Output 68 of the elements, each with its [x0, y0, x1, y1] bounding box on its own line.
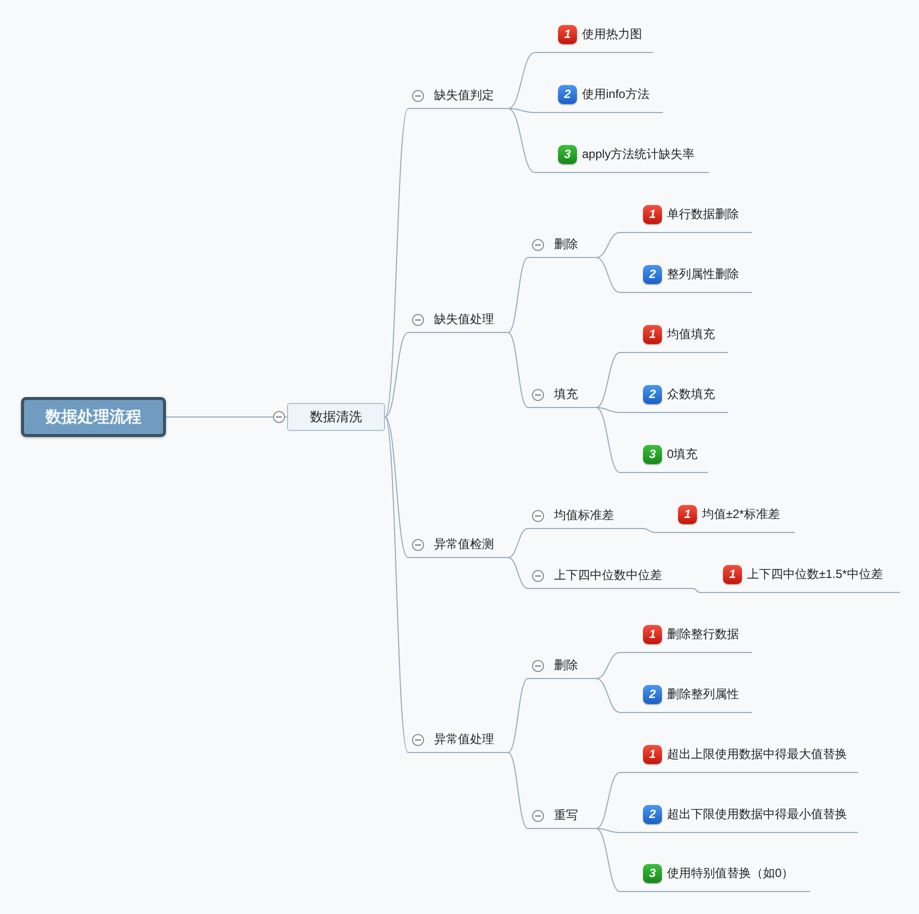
topic-box: 数据清洗 [287, 403, 385, 431]
number-badge: 2 [558, 85, 577, 104]
topic-label: 均值填充 [667, 326, 715, 343]
connector-line [384, 108, 408, 418]
connector-line [596, 407, 620, 413]
connector-line [596, 352, 620, 408]
connector-line [508, 108, 536, 113]
connector-line [596, 828, 620, 833]
connector-line [596, 257, 620, 293]
connector-line [596, 772, 620, 829]
topic-label: 超出下限使用数据中得最小值替换 [667, 806, 847, 823]
connector-line [596, 407, 620, 473]
number-badge: 3 [643, 864, 662, 883]
connector-line [642, 528, 656, 533]
connector-line [508, 528, 528, 558]
connector-line [384, 332, 408, 418]
number-badge: 1 [643, 325, 662, 344]
topic-label: 使用info方法 [582, 86, 650, 103]
number-badge: 3 [558, 145, 577, 164]
number-badge: 2 [643, 385, 662, 404]
number-badge: 3 [643, 445, 662, 464]
connector-line [508, 108, 536, 173]
connector-line [508, 332, 528, 408]
topic-label: 异常值处理 [434, 731, 494, 748]
connector-line [508, 52, 536, 109]
number-badge: 2 [643, 685, 662, 704]
topic-label: 删除 [554, 657, 578, 674]
topic-label: apply方法统计缺失率 [582, 146, 695, 163]
number-badge: 1 [643, 205, 662, 224]
topic-label: 整列属性删除 [667, 266, 739, 283]
connector-line [166, 416, 288, 418]
connector-line [692, 588, 700, 593]
number-badge: 1 [643, 745, 662, 764]
connector-line [596, 232, 620, 258]
topic-label: 上下四中位数中位差 [554, 567, 662, 584]
connector-line [596, 652, 620, 679]
topic-label: 上下四中位数±1.5*中位差 [747, 566, 883, 583]
number-badge: 1 [723, 565, 742, 584]
topic-label: 众数填充 [667, 386, 715, 403]
topic-label: 0填充 [667, 446, 698, 463]
number-badge: 1 [558, 25, 577, 44]
topic-label: 使用特别值替换（如0） [667, 865, 794, 882]
topic-label: 重写 [554, 807, 578, 824]
number-badge: 1 [643, 625, 662, 644]
topic-label: 缺失值判定 [434, 87, 494, 104]
topic-label: 使用热力图 [582, 26, 642, 43]
connector-line [508, 257, 528, 333]
topic-label: 删除整列属性 [667, 686, 739, 703]
topic-label: 异常值检测 [434, 536, 494, 553]
topic-label: 填充 [554, 386, 578, 403]
connector-line [384, 416, 408, 753]
connector-line [508, 678, 528, 753]
topic-label: 均值±2*标准差 [702, 506, 780, 523]
topic-label: 均值标准差 [554, 507, 614, 524]
topic-label: 单行数据删除 [667, 206, 739, 223]
topic-label: 缺失值处理 [434, 311, 494, 328]
connector-line [596, 828, 620, 892]
topic-label: 删除整行数据 [667, 626, 739, 643]
connector-line [508, 752, 528, 829]
number-badge: 1 [678, 505, 697, 524]
topic-label: 删除 [554, 236, 578, 253]
connector-line [508, 557, 528, 589]
number-badge: 2 [643, 265, 662, 284]
topic-label: 超出上限使用数据中得最大值替换 [667, 746, 847, 763]
connector-line [384, 416, 408, 558]
connector-line [596, 678, 620, 713]
root-box: 数据处理流程 [21, 397, 166, 437]
number-badge: 2 [643, 805, 662, 824]
